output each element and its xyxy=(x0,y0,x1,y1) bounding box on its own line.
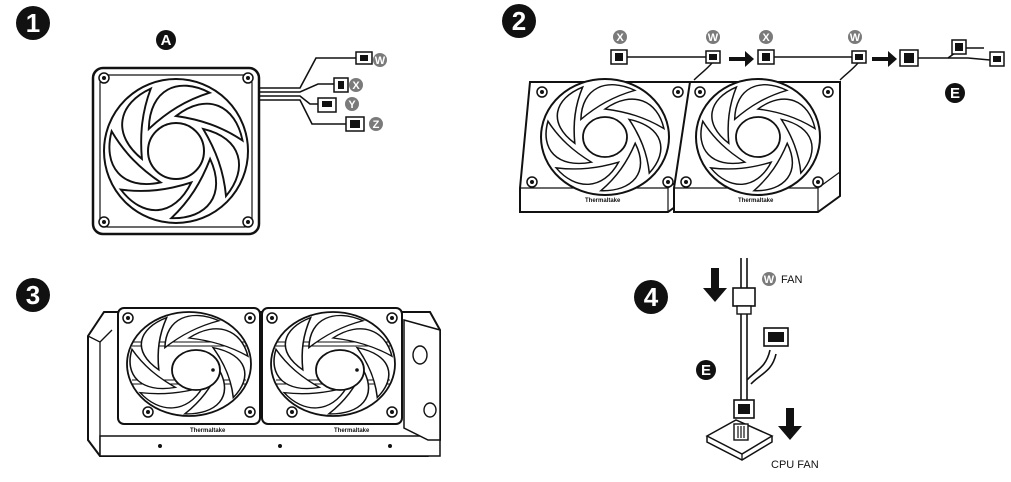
step-4-badge: 4 xyxy=(634,280,668,314)
part-e-badge: E xyxy=(945,83,965,103)
step-1-badge: 1 xyxy=(16,6,50,40)
step-4-panel: 4 W FAN E xyxy=(634,258,819,471)
part-a-badge: A xyxy=(156,30,176,50)
step-2-panel: 2 X W X W xyxy=(502,4,1005,213)
arrow-right-2 xyxy=(872,51,897,67)
arrow-right-1 xyxy=(729,51,754,67)
connector-y-label: Y xyxy=(348,99,356,111)
fan-hub xyxy=(147,122,205,180)
part-a-label: A xyxy=(161,32,172,49)
radiator-fan-right-logo: Thermaltake xyxy=(334,428,370,434)
step-3-panel: 3 xyxy=(16,278,441,457)
fan-single xyxy=(91,66,261,236)
step-1-number: 1 xyxy=(26,8,40,38)
chain-w-left-label: W xyxy=(708,32,719,44)
chain-w-left: W xyxy=(705,30,721,64)
connector-x-label: X xyxy=(352,80,360,92)
fan-label-w: W xyxy=(764,274,775,286)
step-4-number: 4 xyxy=(644,282,659,312)
step-2-badge: 2 xyxy=(502,4,536,38)
step-3-number: 3 xyxy=(26,280,40,310)
part-e-step4-badge: E xyxy=(696,360,716,380)
part-e-step4-label: E xyxy=(701,362,711,379)
chain-x-left-label: X xyxy=(616,32,624,44)
radiator-fan-right: Thermaltake xyxy=(260,302,404,434)
fan-pair-right-logo: Thermaltake xyxy=(738,198,774,204)
chain-x-left: X xyxy=(610,30,628,65)
fan-pair-right: Thermaltake xyxy=(673,71,841,213)
chain-x-right: X xyxy=(757,30,775,65)
arrow-down-cpu xyxy=(778,408,802,440)
connector-x: X xyxy=(333,77,363,93)
chain-w-right-label: W xyxy=(850,32,861,44)
connector-z-label: Z xyxy=(373,119,380,131)
radiator-fan-left-logo: Thermaltake xyxy=(190,428,226,434)
splitter-vertical xyxy=(732,258,789,419)
motherboard-header xyxy=(705,419,774,461)
radiator-fan-left: Thermaltake xyxy=(116,302,261,434)
fan-label-text: FAN xyxy=(781,274,802,286)
chain-w-right: W xyxy=(848,30,867,64)
fan-pair: Thermaltake Thermaltake xyxy=(519,71,841,213)
cpu-fan-label: CPU FAN xyxy=(771,459,819,471)
step-3-badge: 3 xyxy=(16,278,50,312)
connector-w: W xyxy=(355,51,387,67)
fan-cables xyxy=(258,57,356,125)
arrow-down-fan xyxy=(703,268,727,302)
connector-y: Y xyxy=(317,97,359,113)
part-e-label: E xyxy=(950,85,960,102)
step-2-number: 2 xyxy=(512,6,526,36)
fan-pair-left: Thermaltake xyxy=(519,71,691,213)
fan-label-group: W FAN xyxy=(762,272,802,286)
connector-z: Z xyxy=(345,116,383,132)
connector-w-label: W xyxy=(375,55,386,67)
splitter-cable xyxy=(899,39,1005,67)
fan-pair-left-logo: Thermaltake xyxy=(585,198,621,204)
radiator-assembly: Thermaltake xyxy=(87,302,441,457)
step-1-panel: 1 A xyxy=(16,6,387,236)
chain-x-right-label: X xyxy=(762,32,770,44)
